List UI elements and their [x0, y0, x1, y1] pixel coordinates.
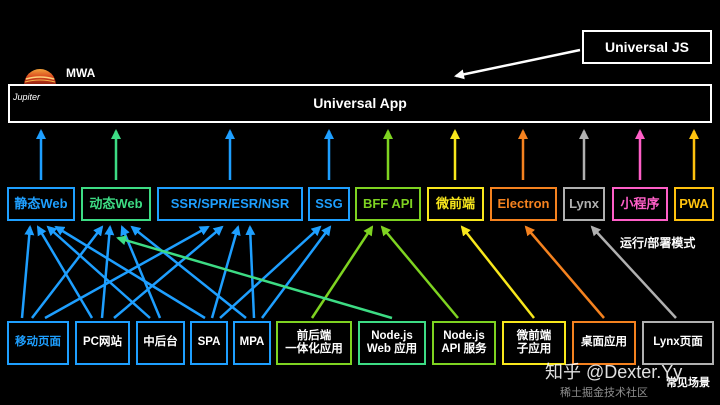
- arrow-scenario-mode: [100, 225, 115, 319]
- scenario-line: Web 应用: [366, 343, 418, 355]
- scenario-line: API 服务: [441, 343, 487, 355]
- scenario-line: 移动页面: [15, 336, 61, 349]
- mode-pwa: PWA: [674, 187, 714, 221]
- scenario-line: 子应用: [516, 343, 552, 355]
- scenario-spa: SPA: [190, 321, 228, 365]
- scenario-line: Lynx页面: [653, 336, 703, 349]
- arrow-scenario-mode: [130, 225, 247, 319]
- scenario-line: 前后端: [296, 329, 332, 342]
- mode-label: 小程序: [620, 195, 660, 211]
- universal-app-box: Universal App: [8, 84, 712, 123]
- scenario-line: Node.js: [371, 329, 413, 342]
- arrow-scenario-mode: [46, 225, 151, 319]
- mode-label: Lynx: [569, 195, 599, 211]
- arrow-scenario-mode: [524, 225, 605, 319]
- arrow-scenario-mode: [245, 225, 256, 319]
- arrow-scenario-mode: [36, 225, 94, 319]
- arrow-scenario-mode: [590, 225, 677, 319]
- arrow-scenario-mode: [210, 225, 241, 319]
- mode-label: BFF API: [362, 195, 414, 211]
- scenario-lynx-page: Lynx页面: [642, 321, 714, 365]
- mode-ssg: SSG: [308, 187, 350, 221]
- scenario-nodejs-api: Node.js API 服务: [432, 321, 496, 365]
- scenario-line: 一体化应用: [285, 343, 343, 355]
- scenario-line: PC网站: [83, 336, 122, 349]
- arrow-scenario-mode: [260, 225, 332, 319]
- arrow-scenario-mode: [460, 225, 535, 319]
- mode-static-web: 静态Web: [7, 187, 75, 221]
- deploy-modes-label: 运行/部署模式: [620, 236, 696, 250]
- universal-js-box: Universal JS: [582, 30, 712, 64]
- arrow-scenario-mode: [116, 235, 393, 320]
- scenario-micro-frontend-sub: 微前端 子应用: [502, 321, 566, 365]
- mode-label: 动态Web: [89, 195, 143, 211]
- mode-ssr: SSR/SPR/ESR/NSR: [157, 187, 303, 221]
- jupiter-logo: [20, 61, 60, 91]
- scenario-desktop-app: 桌面应用: [572, 321, 636, 365]
- scenario-fullstack: 前后端 一体化应用: [276, 321, 352, 365]
- scenario-line: Node.js: [443, 329, 485, 342]
- arrow-scenario-mode: [54, 225, 206, 320]
- arrow-scenario-mode: [310, 225, 374, 319]
- mode-label: Electron: [497, 195, 550, 211]
- scenarios-label: 常见场景: [666, 377, 710, 389]
- arrow-scenario-mode: [44, 225, 210, 320]
- mode-label: 微前端: [435, 195, 475, 211]
- arrow-scenario-mode: [31, 225, 104, 319]
- mode-label: 静态Web: [14, 195, 68, 211]
- arrow-scenario-mode: [20, 225, 35, 319]
- scenario-line: 微前端: [516, 329, 552, 342]
- mode-label: SSG: [315, 195, 343, 211]
- watermark: 知乎 @Dexter.Yy: [545, 362, 683, 382]
- scenario-line: 中后台: [143, 336, 178, 349]
- arrow-scenario-mode: [380, 225, 459, 319]
- arrow-scenario-mode: [219, 225, 322, 319]
- mode-label: SSR/SPR/ESR/NSR: [170, 195, 290, 211]
- mode-electron: Electron: [490, 187, 557, 221]
- mode-dynamic-web: 动态Web: [81, 187, 151, 221]
- mode-bff-api: BFF API: [355, 187, 421, 221]
- mwa-label: MWA: [66, 66, 96, 80]
- mode-micro-frontend: 微前端: [427, 187, 484, 221]
- watermark-secondary: 稀土掘金技术社区: [560, 387, 648, 399]
- scenario-mobile-page: 移动页面: [7, 321, 69, 365]
- scenario-nodejs-web: Node.js Web 应用: [358, 321, 426, 365]
- universal-app-label: Universal App: [313, 95, 407, 112]
- arrow-universal-js: [454, 48, 581, 80]
- scenario-line: MPA: [239, 336, 265, 349]
- scenario-admin: 中后台: [136, 321, 185, 365]
- mode-mini-program: 小程序: [612, 187, 668, 221]
- universal-js-label: Universal JS: [604, 38, 690, 55]
- jupiter-label: Jupiter: [13, 92, 41, 102]
- mode-label: PWA: [679, 195, 709, 211]
- scenario-line: SPA: [197, 336, 221, 349]
- scenario-line: 桌面应用: [581, 336, 627, 349]
- scenario-pc-site: PC网站: [75, 321, 130, 365]
- mode-lynx: Lynx: [563, 187, 605, 221]
- scenario-mpa: MPA: [233, 321, 271, 365]
